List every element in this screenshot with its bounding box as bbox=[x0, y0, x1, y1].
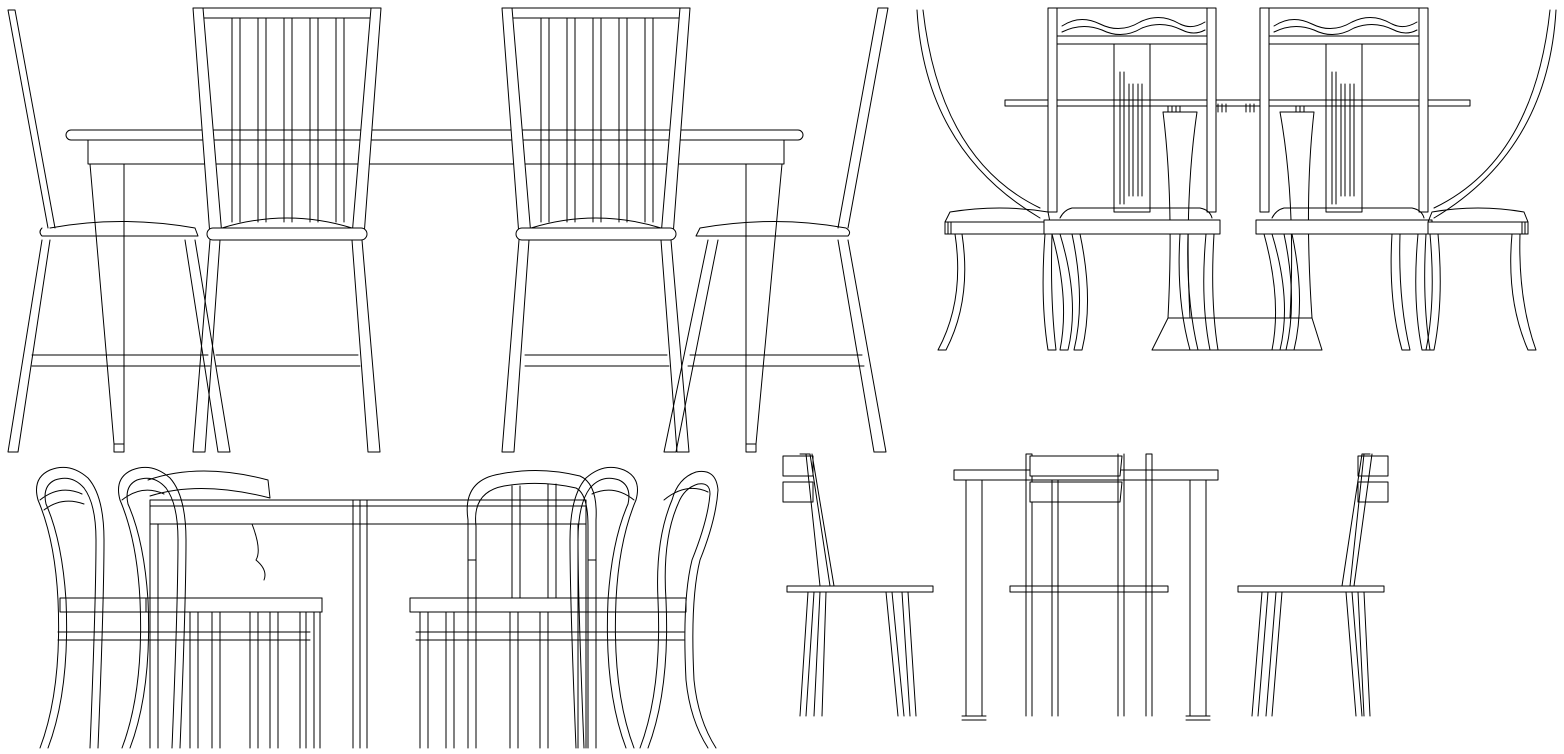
table-long-a bbox=[65, 129, 804, 453]
chair-carved-front-1 bbox=[1043, 7, 1221, 351]
chair-bentwood-side-3 bbox=[569, 466, 638, 749]
chair-front-slatted-2 bbox=[501, 7, 691, 453]
chair-bentwood-side-2 bbox=[118, 466, 323, 749]
chair-side-right bbox=[663, 7, 889, 453]
chair-ladder-front bbox=[1009, 453, 1169, 717]
chair-bentwood-side-1 bbox=[36, 466, 323, 749]
table-bentwood bbox=[149, 499, 587, 749]
armchair-curved-left bbox=[916, 9, 1057, 351]
dining-set-bentwood-chairs bbox=[36, 466, 719, 749]
table-narrow bbox=[953, 469, 1219, 721]
chair-carved-front-2 bbox=[1255, 7, 1433, 351]
chair-side-left bbox=[7, 9, 231, 453]
armchair-curved-right bbox=[1425, 9, 1557, 351]
chair-bentwood-side-4 bbox=[585, 470, 719, 749]
chair-bentwood-front bbox=[409, 469, 597, 749]
dining-set-ladder-chairs bbox=[782, 453, 1389, 721]
pedestal-table bbox=[1004, 99, 1471, 351]
chair-ladder-side-right bbox=[1237, 453, 1389, 717]
dining-set-carved-chairs bbox=[916, 7, 1557, 351]
dining-set-slatted-chairs bbox=[7, 7, 889, 453]
chair-ladder-side-left bbox=[782, 453, 934, 717]
chair-front-slatted-1 bbox=[192, 7, 382, 453]
